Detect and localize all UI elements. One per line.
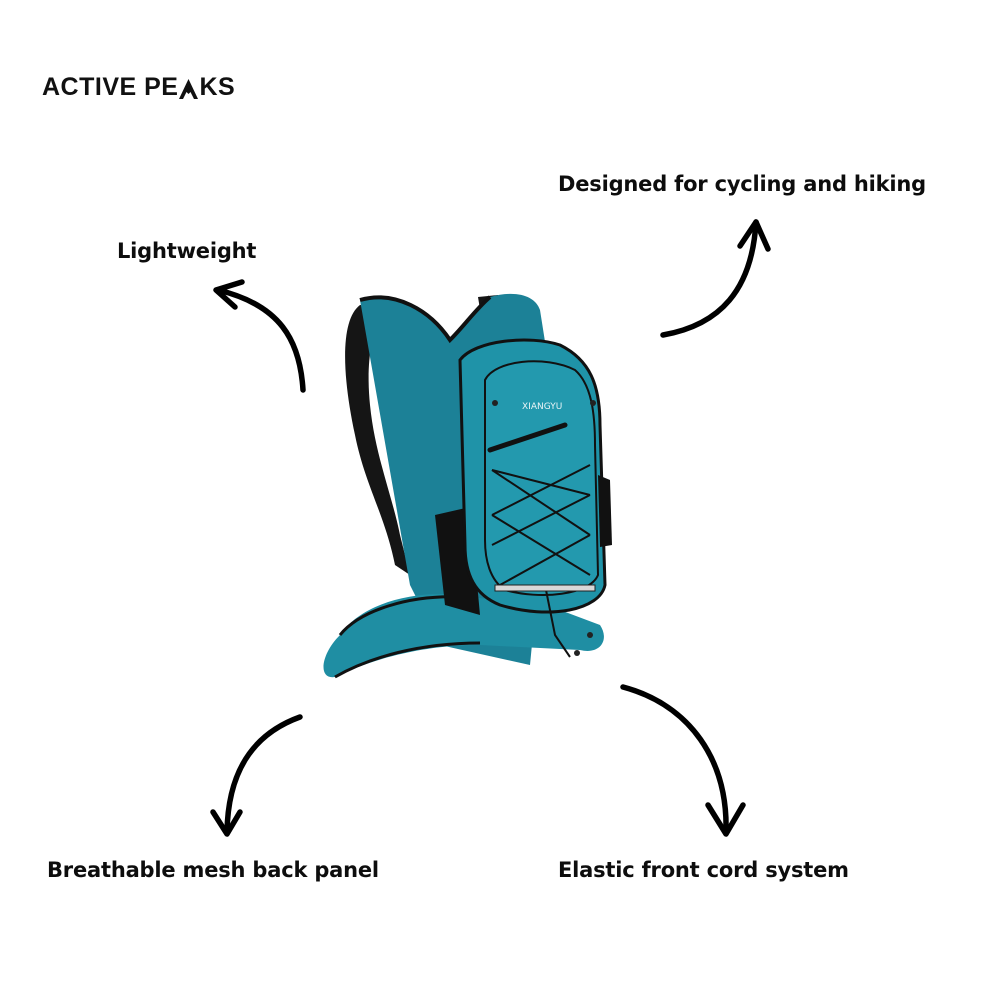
brand-name-part1: ACTIVE PE	[42, 72, 179, 101]
brand-logo: ACTIVE PE KS	[42, 70, 235, 104]
bag-logo: XIANGYU	[522, 402, 562, 412]
feature-label-elastic-cord: Elastic front cord system	[558, 858, 849, 882]
brand-name-part2: KS	[199, 72, 236, 101]
feature-label-lightweight: Lightweight	[117, 239, 257, 263]
feature-label-mesh-back: Breathable mesh back panel	[47, 858, 379, 882]
mountain-peak-icon	[179, 77, 199, 99]
feature-label-cycling-hiking: Designed for cycling and hiking	[558, 172, 927, 196]
product-image-backpack: XIANGYU	[300, 285, 640, 695]
